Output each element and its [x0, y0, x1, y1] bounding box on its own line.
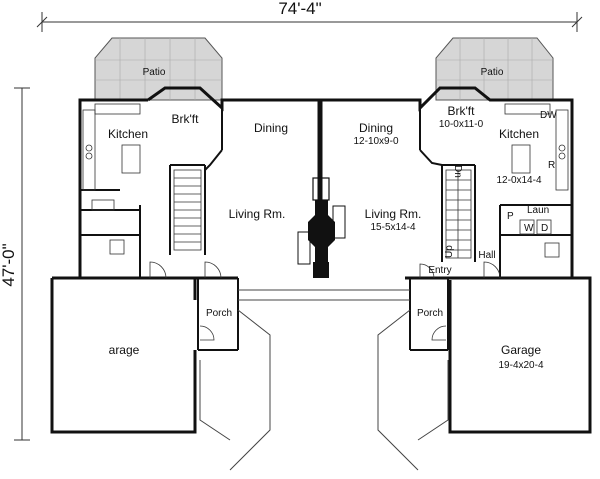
right-garage-size: 19-4x20-4: [498, 360, 543, 371]
right-pantry-label: P: [507, 211, 514, 222]
left-patio-label: Patio: [143, 67, 166, 78]
door-swings: [149, 261, 501, 341]
right-living-label: Living Rm.: [365, 207, 422, 221]
right-dishwasher-label: DW: [540, 110, 557, 121]
width-dimension: [36, 12, 583, 32]
right-garage-label: Garage: [501, 343, 541, 357]
left-kitchen-label: Kitchen: [108, 127, 148, 141]
right-breakfast-label: Brk'ft: [448, 104, 476, 118]
left-kitchen-fixtures: [82, 103, 141, 255]
left-living-label: Living Rm.: [229, 207, 286, 221]
left-hearth: [297, 231, 311, 265]
right-refrigerator-label: R: [548, 160, 555, 171]
overall-depth-label: 47'-0": [0, 243, 18, 286]
left-breakfast-label: Brk'ft: [172, 112, 200, 126]
right-dining-label: Dining: [359, 121, 393, 135]
left-dining-label: Dining: [254, 121, 288, 135]
left-garage-label: arage: [109, 343, 140, 357]
left-patio: [94, 37, 223, 101]
overall-width-label: 74'-4": [278, 0, 321, 18]
right-kitchen-fixtures: [504, 103, 569, 258]
right-laundry-label: Laun: [527, 205, 549, 216]
right-living-size: 15-5x14-4: [370, 222, 415, 233]
depth-dimension: [14, 87, 30, 441]
fireplace: [308, 177, 335, 278]
right-washer-label: W: [524, 223, 534, 234]
stair-up-label: Up: [444, 245, 455, 258]
right-dryer-label: D: [541, 223, 548, 234]
right-porch-label: Porch: [417, 308, 443, 319]
right-entry-label: Entry: [428, 265, 451, 276]
right-patio: [435, 37, 554, 101]
right-hearth: [332, 205, 346, 239]
left-stair: [173, 169, 202, 251]
right-kitchen-label: Kitchen: [499, 127, 539, 141]
right-patio-label: Patio: [481, 67, 504, 78]
right-breakfast-size: 10-0x11-0: [439, 119, 484, 130]
walkway: [199, 289, 449, 471]
stair-down-label: Dn: [452, 165, 463, 178]
right-dining-size: 12-10x9-0: [353, 136, 398, 147]
right-hall-label: Hall: [478, 250, 495, 261]
right-stair: [445, 169, 472, 259]
left-porch-label: Porch: [206, 308, 232, 319]
right-kitchen-size: 12-0x14-4: [496, 175, 541, 186]
